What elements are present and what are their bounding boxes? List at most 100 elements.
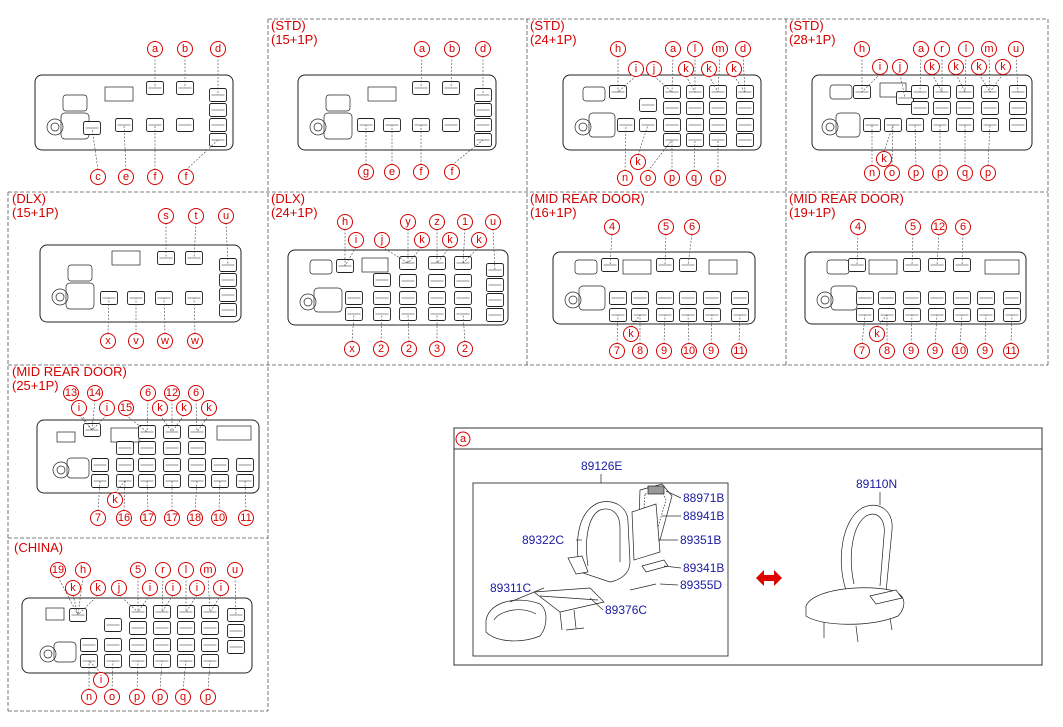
callout-circle [65, 580, 81, 596]
callout-label: k [881, 153, 887, 165]
callout-label: 18 [189, 512, 201, 524]
leader-line [163, 297, 166, 335]
callout-label: s [163, 210, 169, 222]
leader-line [207, 576, 211, 613]
leader-line [193, 222, 197, 259]
callout-circle [665, 41, 681, 57]
callout-label: 11 [1005, 345, 1016, 357]
callout-label: q [691, 172, 697, 184]
callout-circle [1003, 343, 1019, 359]
detail-frame [453, 427, 1043, 666]
panel-title-line: (DLX) [12, 191, 46, 206]
callout-circle [87, 385, 103, 401]
callout-label: o [889, 167, 895, 179]
callout-circle [129, 689, 145, 705]
seat-frame [533, 587, 605, 613]
callout-circle [850, 219, 866, 235]
callout-label: 7 [859, 345, 865, 357]
detail-box: a 89126E 88971B88941B89351B89341B89355D8… [453, 427, 1043, 666]
leader-line [88, 660, 102, 674]
callout-label: i [220, 582, 222, 594]
leader-line [195, 399, 198, 433]
callout-circle [374, 232, 390, 248]
callout-circle [358, 164, 374, 180]
callout-label: n [869, 167, 875, 179]
callout-label: i [100, 674, 102, 686]
callout-label: 6 [689, 221, 695, 233]
callout-label: p [937, 167, 943, 179]
leader-line [988, 55, 991, 93]
callout-label: k [874, 328, 880, 340]
leader-line [107, 297, 110, 335]
callout-circle [712, 41, 728, 57]
leader-line [624, 124, 627, 172]
callout-label: k [70, 582, 76, 594]
callout-circle [373, 341, 389, 357]
callout-circle [158, 208, 174, 224]
callout-circle [344, 341, 360, 357]
leader-line [708, 75, 719, 93]
leader-line [671, 55, 674, 93]
callout-label: 6 [193, 387, 199, 399]
leader-line [344, 246, 357, 267]
leader-line [225, 222, 229, 266]
callout-label: i [635, 63, 637, 75]
callout-circle [869, 326, 885, 342]
callout-label: p [205, 691, 211, 703]
callout-label: m [984, 43, 993, 55]
part-number-89376C: 89376C [605, 603, 647, 617]
part-number-89355D: 89355D [680, 578, 722, 592]
callout-circle [735, 41, 751, 57]
callout-circle [164, 385, 180, 401]
callout-label: n [86, 691, 92, 703]
panel-title-line: (25+1P) [12, 378, 59, 393]
callout-label: 4 [609, 221, 615, 233]
leader-line [663, 314, 666, 345]
leader-line [617, 75, 637, 93]
leader-line [961, 233, 964, 266]
callout-circle [50, 562, 66, 578]
callout-label: k [181, 402, 187, 414]
callout-label: p [157, 691, 163, 703]
callout-label: f [450, 166, 454, 178]
callout-circle [90, 510, 106, 526]
leader-line [637, 124, 649, 156]
callout-label: e [389, 166, 395, 178]
driver-areas [39, 82, 1020, 663]
rail-part [641, 559, 669, 573]
callout-circle [879, 343, 895, 359]
leader-line [910, 314, 913, 345]
panel-title-line: (DLX) [271, 191, 305, 206]
leader-line [111, 660, 114, 691]
callout-circle [924, 59, 940, 75]
callout-circle [623, 326, 639, 342]
callout-label: i [172, 582, 174, 594]
callout-circle [210, 41, 226, 57]
callout-circle [140, 510, 156, 526]
callout-label: 6 [960, 221, 966, 233]
callout-label: 11 [240, 512, 251, 524]
callout-label: 5 [663, 221, 669, 233]
callout-label: 8 [637, 345, 643, 357]
callout-circle [227, 562, 243, 578]
callout-circle [903, 343, 919, 359]
leader-line [57, 576, 79, 616]
leader-line [207, 660, 211, 691]
callout-circle [610, 41, 626, 57]
callout-label: w [190, 335, 199, 347]
callout-circle [977, 343, 993, 359]
callout-circle [710, 170, 726, 186]
callout-label: k [206, 402, 212, 414]
callout-label: n [622, 172, 628, 184]
panel-title-line: (15+1P) [271, 32, 318, 47]
callout-label: h [859, 43, 865, 55]
callout-label: x [349, 343, 355, 355]
callout-circle [187, 333, 203, 349]
callout-label: i [879, 61, 881, 73]
callout-circle [854, 343, 870, 359]
